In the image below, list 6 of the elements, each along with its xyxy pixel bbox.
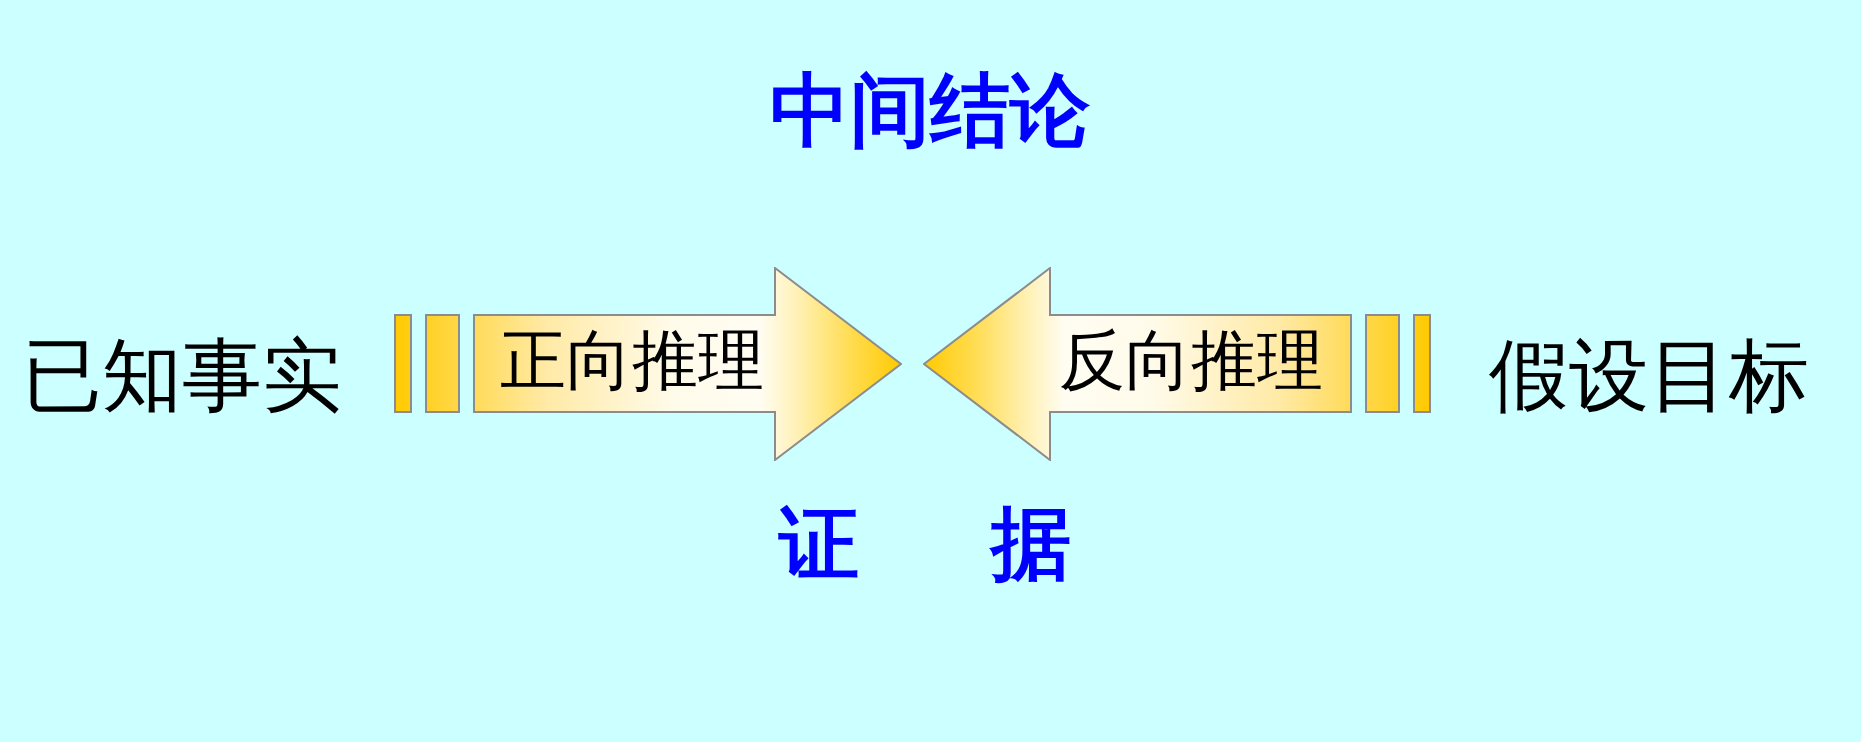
arrow-label: 正向推理 xyxy=(500,328,764,394)
heading-label: 中间结论 xyxy=(770,70,1090,150)
start-label: 已知事实 xyxy=(22,336,342,416)
arrow-label: 反向推理 xyxy=(1059,328,1323,394)
goal-label: 假设目标 xyxy=(1489,336,1809,416)
bottom-label: 证 据 xyxy=(779,503,1071,583)
